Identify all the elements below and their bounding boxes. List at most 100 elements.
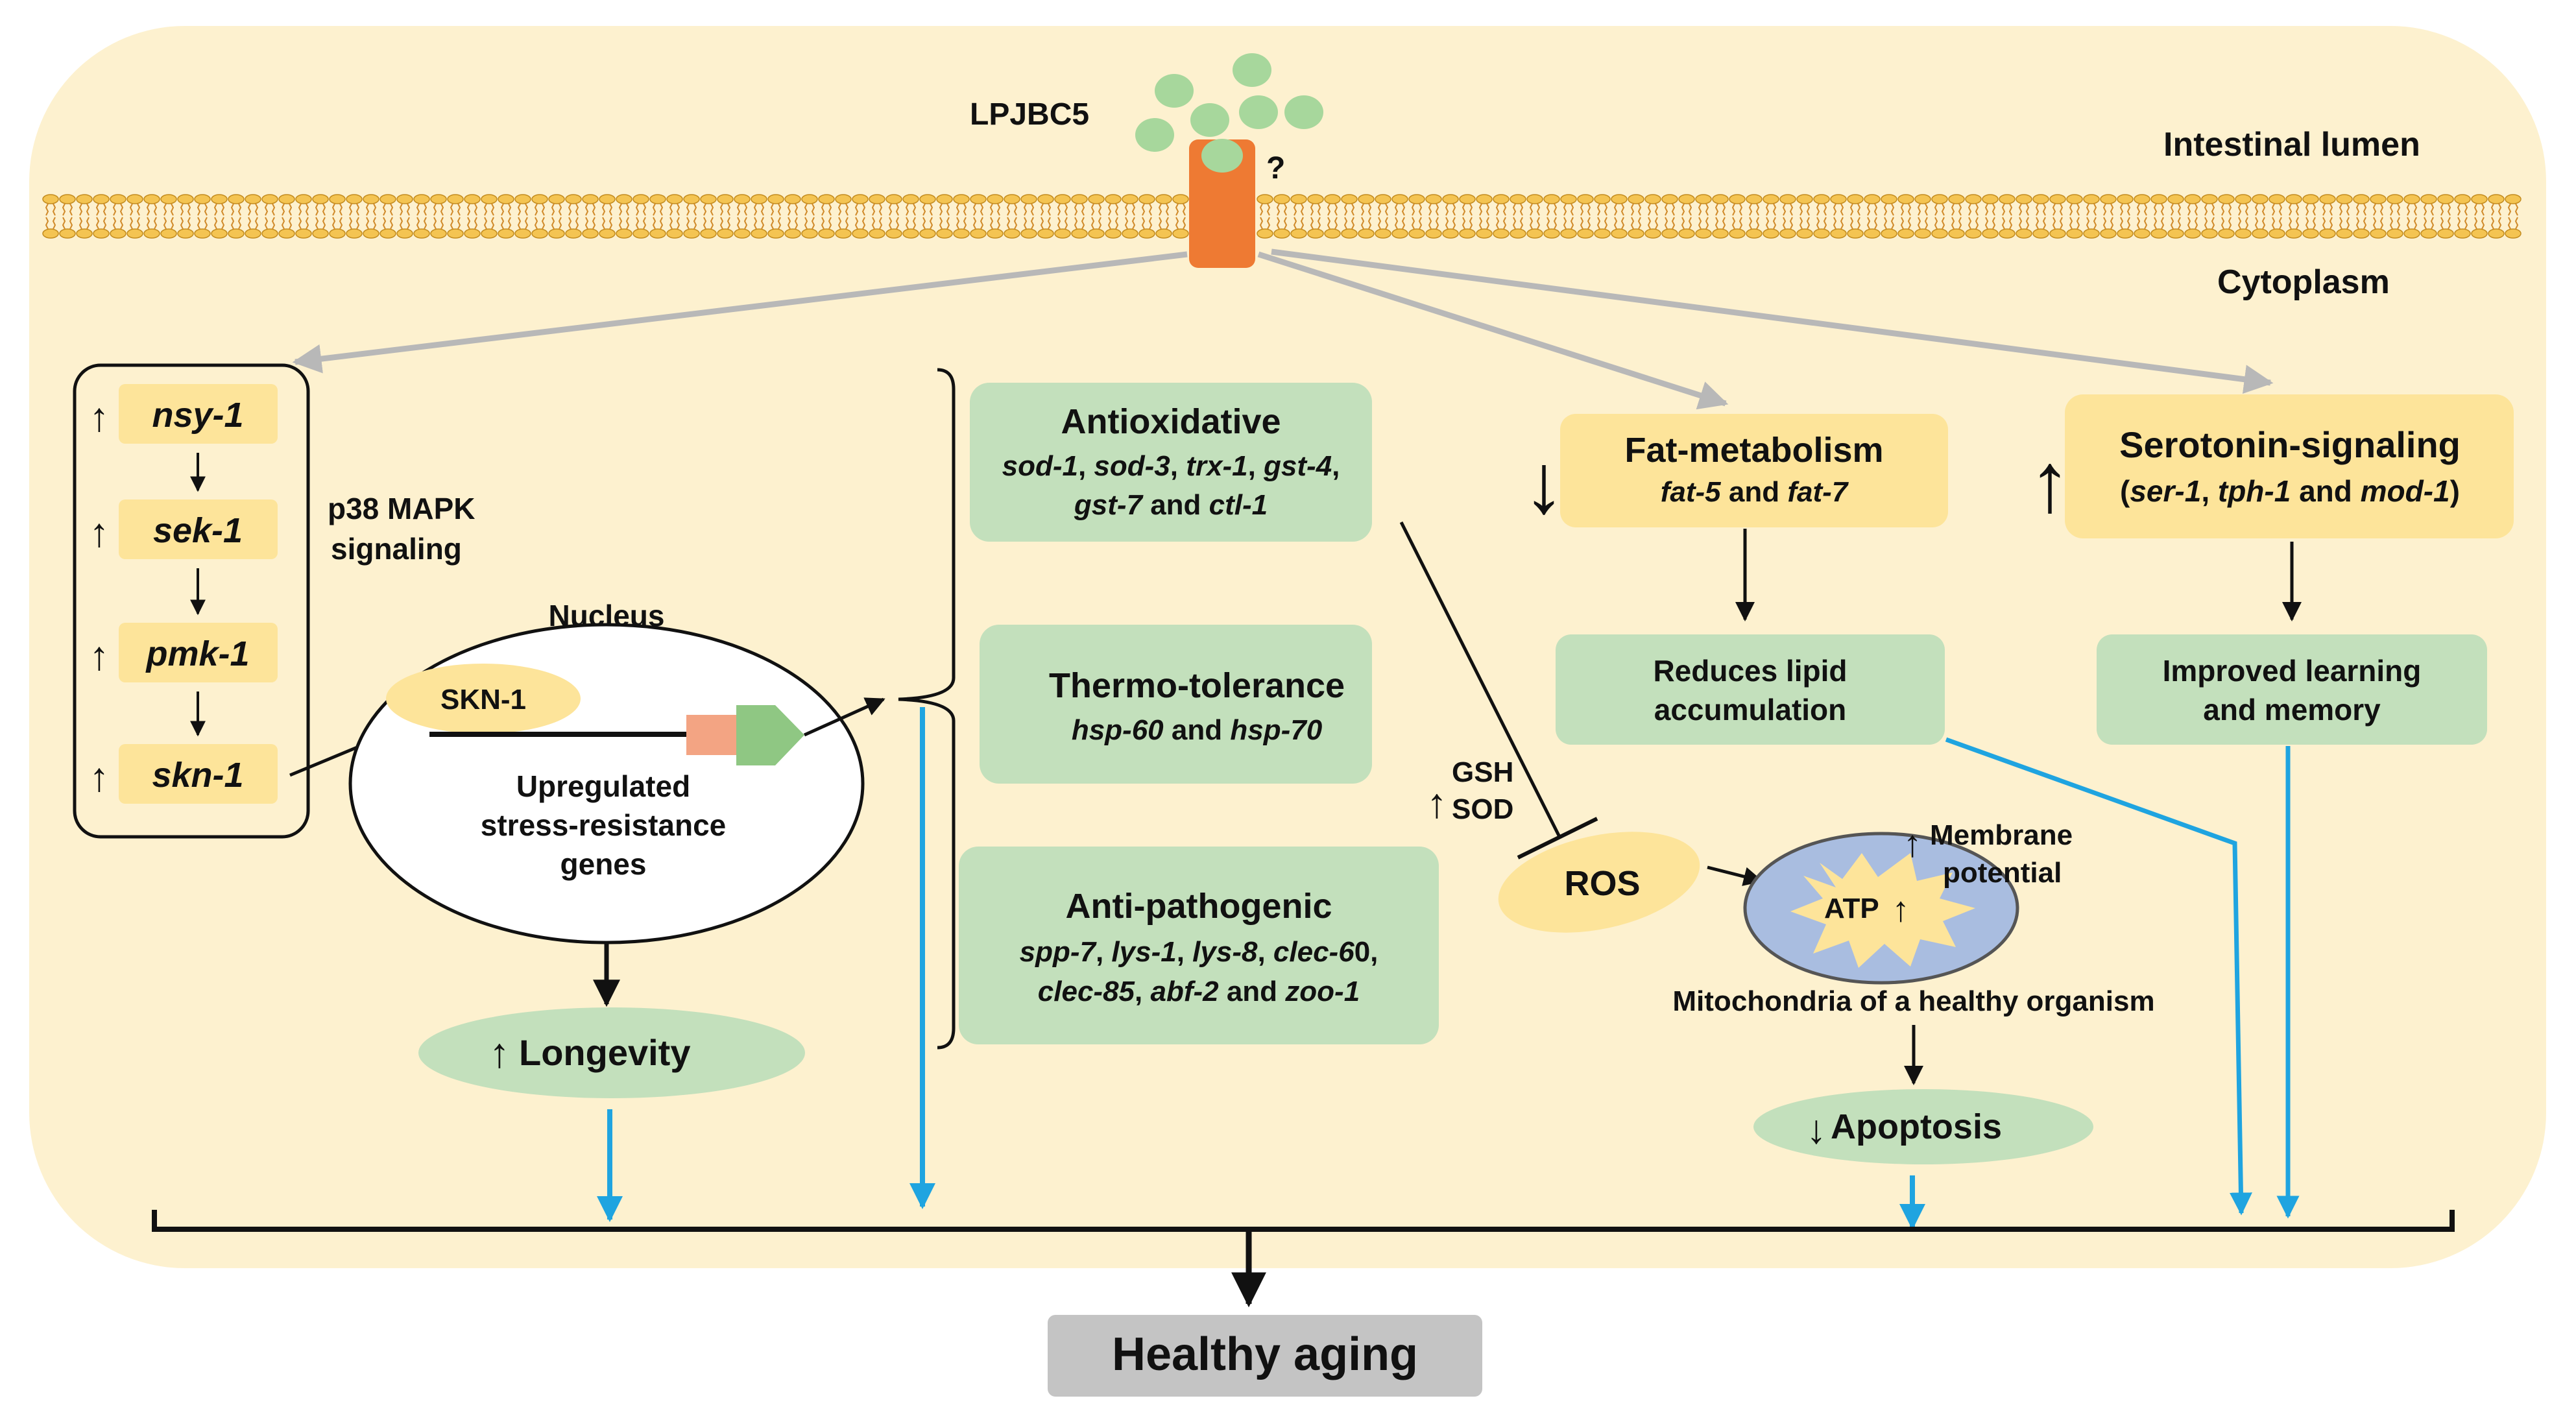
lipid-head <box>1172 228 1189 239</box>
lipid-tail <box>339 203 343 216</box>
lipid-tail <box>2119 203 2124 216</box>
lipid-tail <box>956 217 960 230</box>
lipid-head <box>1914 228 1931 239</box>
lipid-tail <box>322 203 326 216</box>
lipid-tail <box>2389 217 2394 230</box>
lipid-tail <box>62 203 66 216</box>
lipid-head <box>346 194 363 204</box>
lipid-head <box>76 228 93 239</box>
lipid-tail <box>1394 217 1399 230</box>
lipid-head <box>1088 228 1105 239</box>
lipid-tail <box>2346 203 2350 216</box>
bacterium <box>1190 103 1229 137</box>
lipid-tail <box>1293 217 1297 230</box>
lipid-head <box>1628 228 1644 239</box>
cytoplasm-label: Cytoplasm <box>2217 263 2390 301</box>
lipid-tail <box>972 203 977 216</box>
lipid-tail <box>1917 203 1921 216</box>
lipid-tail <box>1098 217 1102 230</box>
lipid-tail <box>163 203 167 216</box>
lipid-head <box>1594 228 1611 239</box>
lipid-head <box>413 194 430 204</box>
lipid-tail <box>2187 203 2191 216</box>
gray-arrow-fat <box>1257 251 1729 410</box>
lipid-tail <box>204 217 208 230</box>
lipid-tail <box>2372 217 2377 230</box>
lipid-tail <box>1367 217 1372 230</box>
lipid-tail <box>837 203 842 216</box>
lipid-tail <box>1849 203 1854 216</box>
lipid-tail <box>524 203 529 216</box>
lipid-tail <box>2102 217 2107 230</box>
lipid-tail <box>1580 203 1584 216</box>
lipid-tail <box>2406 217 2411 230</box>
lipid-tail <box>1587 203 1591 216</box>
lipid-head <box>1020 228 1037 239</box>
lipid-tail <box>601 217 606 230</box>
thermo-tolerance-title: Thermo-tolerance <box>1049 666 1345 705</box>
lipid-tail <box>2059 203 2064 216</box>
lipid-tail <box>1883 203 1888 216</box>
lipid-head <box>1678 228 1695 239</box>
lipid-tail <box>1755 203 1760 216</box>
serotonin-signaling-genes: (ser-1, tph-1 and mod-1) <box>2120 474 2460 508</box>
lipid-tail <box>996 217 1001 230</box>
lipid-head <box>2235 228 2252 239</box>
lipid-head <box>126 228 143 239</box>
lipid-head <box>1442 194 1459 204</box>
lipid-tail <box>466 203 471 216</box>
lipid-head <box>1577 228 1594 239</box>
lipid-tail <box>1148 217 1153 230</box>
lipid-tail <box>895 217 900 230</box>
lipid-tail <box>237 217 242 230</box>
lipid-tail <box>298 217 302 230</box>
lipid-tail <box>2018 203 2023 216</box>
lipid-tail <box>871 203 876 216</box>
lipid-head <box>2032 194 2049 204</box>
lipid-head <box>126 194 143 204</box>
lipid-head <box>548 228 565 239</box>
lipid-tail <box>2008 203 2013 216</box>
lipid-tail <box>601 203 606 216</box>
promoter-box <box>686 715 740 755</box>
ros-ellipse <box>1498 832 1700 933</box>
lipid-tail <box>2076 217 2080 230</box>
lipid-tail <box>1664 217 1668 230</box>
gene-name: fat-5 <box>1661 476 1721 508</box>
lipid-tail <box>592 203 596 216</box>
lipid-tail <box>1924 203 1929 216</box>
lipid-tail <box>922 203 926 216</box>
lipid-tail <box>608 203 613 216</box>
lipid-tail <box>2194 217 2198 230</box>
lipid-tail <box>753 217 758 230</box>
p38-mapk-panel <box>73 363 310 839</box>
lipid-head <box>1341 228 1358 239</box>
lipid-head <box>1644 228 1661 239</box>
lipid-tail <box>2406 203 2411 216</box>
lipid-tail <box>2143 217 2148 230</box>
lipid-tail <box>1114 217 1119 230</box>
lipid-tail <box>1806 203 1811 216</box>
lipid-tail <box>2177 203 2182 216</box>
lipid-tail <box>1620 203 1625 216</box>
lipid-tail <box>1857 203 1861 216</box>
lipid-head <box>1307 228 1324 239</box>
lipid-tail <box>1553 217 1558 230</box>
lipid-tail <box>777 217 782 230</box>
lipid-tail <box>2102 203 2107 216</box>
gene-label: skn-1 <box>152 756 243 795</box>
lipid-head <box>1459 194 1476 204</box>
lipid-tail <box>1283 217 1288 230</box>
lipid-tail <box>1951 203 1955 216</box>
lipid-tail <box>423 203 427 216</box>
lipid-tail <box>163 217 167 230</box>
lipid-tail <box>794 203 799 216</box>
longevity-ellipse <box>418 1007 805 1098</box>
lipid-head <box>1982 228 1999 239</box>
lipid-tail <box>1958 217 1962 230</box>
skn1-protein-label: SKN-1 <box>440 684 526 716</box>
lipid-tail <box>1613 203 1618 216</box>
lipid-head <box>2066 194 2083 204</box>
lipid-head <box>1391 228 1408 239</box>
lipid-tail <box>1519 203 1524 216</box>
